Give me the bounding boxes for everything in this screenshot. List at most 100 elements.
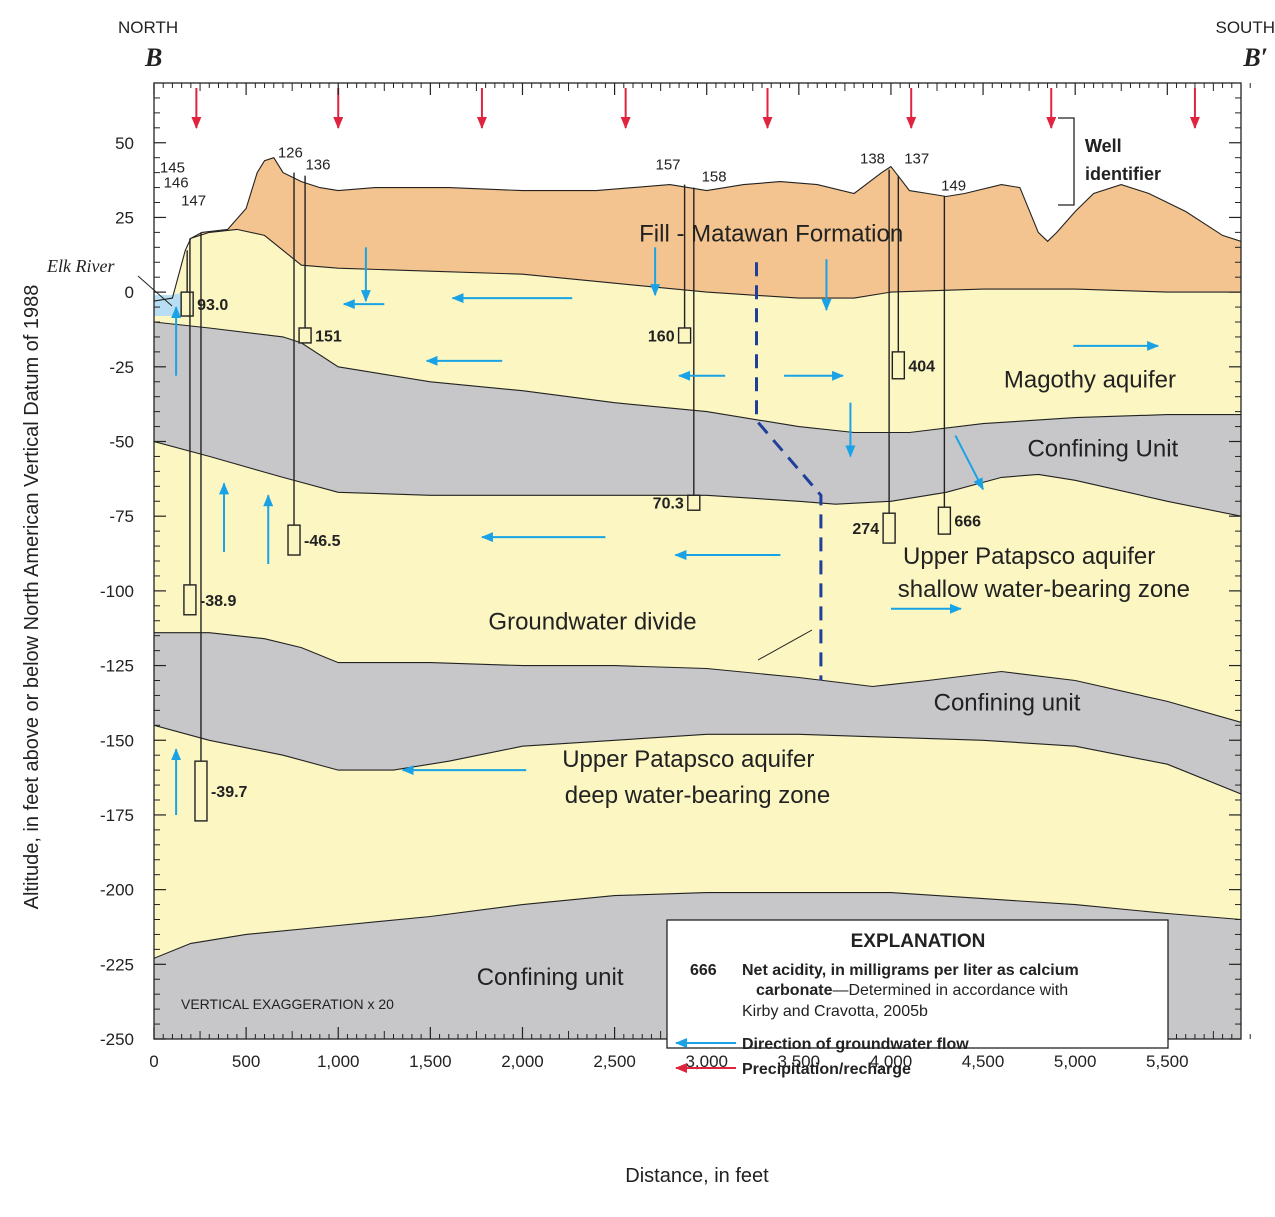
well-identifier-bracket [1058,117,1075,206]
unit-label: Fill - Matawan Formation [639,220,903,247]
unit-label: Confining Unit [1027,435,1178,462]
groundwater-divide [755,262,823,681]
unit-label: shallow water-bearing zone [898,576,1190,603]
well-acidity-136: 151 [315,328,342,345]
well-id-145: 145 [160,160,185,177]
explanation-acidity-line-3: Kirby and Cravotta, 2005b [742,1003,928,1020]
unit-label: Magothy aquifer [1004,367,1176,394]
well-acidity-126: -46.5 [304,533,341,550]
y-tick-label: 50 [115,134,134,153]
y-tick-label: -250 [100,1030,134,1049]
well-id-146: 146 [164,175,189,192]
well-acidity-145: 93.0 [197,297,228,314]
explanation-acidity-line-1: Net acidity, in milligrams per liter as … [742,962,1079,979]
divide-leader [757,629,813,661]
south-label: SOUTH [1216,18,1275,37]
x-tick-label: 1,000 [317,1052,360,1071]
unit-label: Groundwater divide [488,609,696,636]
land-surface-line [154,157,1241,302]
well-acidity-137: 404 [908,358,935,375]
unit-label: Upper Patapsco aquifer [903,543,1155,570]
well-acidity-146: -38.9 [200,593,237,610]
x-tick-label: 5,500 [1146,1052,1189,1071]
y-tick-label: 0 [125,283,134,302]
well-acidity-158: 70.3 [653,496,684,513]
confining-unit-middle-layer [154,632,1241,794]
x-axis-title: Distance, in feet [625,1165,769,1187]
y-tick-label: 25 [115,208,134,227]
fill-base-line [190,228,1241,299]
well-acidity-138: 274 [852,521,879,538]
x-tick-label: 0 [149,1052,158,1071]
well-screen-145 [180,291,194,317]
explanation-acidity-rest: —Determined in accordance with [832,982,1068,999]
x-tick-label: 5,000 [1054,1052,1097,1071]
well-id-147: 147 [181,192,206,209]
well-acidity-157: 160 [648,328,675,345]
explanation-flow-label: Direction of groundwater flow [742,1036,969,1053]
x-tick-label: 2,500 [593,1052,636,1071]
well-identifier-line-1: Well [1085,136,1122,156]
y-axis-title: Altitude, in feet above or below North A… [21,285,43,910]
y-tick-label: -100 [100,582,134,601]
explanation-acidity-line-2: carbonate—Determined in accordance with [756,982,1068,999]
confining-unit-upper-layer [154,322,1241,517]
y-tick-label: -225 [100,955,134,974]
confining-middle-base-line [154,724,1241,795]
y-tick-label: -75 [109,507,134,526]
section-end-label: B′ [1242,43,1268,72]
x-tick-label: 500 [232,1052,260,1071]
elk-river-leader [137,275,173,307]
well-id-137: 137 [904,151,929,168]
x-tick-label: 4,000 [870,1052,913,1071]
y-tick-label: -200 [100,881,134,900]
explanation-frame [666,919,1169,1049]
unit-label: Upper Patapsco aquifer [562,746,814,773]
well-id-136: 136 [305,157,330,174]
x-tick-label: 1,500 [409,1052,452,1071]
unit-label: Confining unit [934,689,1081,716]
well-screen-138 [882,512,896,544]
fill-matawan-layer [190,157,1241,299]
well-id-138: 138 [860,151,885,168]
unit-label: deep water-bearing zone [565,782,831,809]
y-tick-label: -25 [109,358,134,377]
well-screen-126 [287,524,301,556]
explanation-box: EXPLANATION 666 Net acidity, in milligra… [666,919,1169,1078]
y-tick-label: -150 [100,731,134,750]
y-tick-label: -50 [109,433,134,452]
well-acidity-149: 666 [954,514,981,531]
north-label: NORTH [118,18,178,37]
wells: 14593.0146-38.9147-39.7126-46.5136151157… [160,145,981,822]
confining-upper-base-line [154,440,1241,517]
explanation-title: EXPLANATION [851,931,986,952]
explanation-precip-label: Precipitation/recharge [742,1061,911,1078]
well-id-158: 158 [702,169,727,186]
geologic-layers [154,83,1241,1039]
well-acidity-147: -39.7 [211,784,248,801]
y-tick-label: -125 [100,657,134,676]
well-screen-157 [677,327,692,344]
flow-arrows [171,247,1160,815]
well-screen-146 [183,584,197,616]
confining-lower-top-line [154,892,1241,959]
groundwater-divide-line [755,262,823,681]
well-id-149: 149 [941,178,966,195]
x-tick-label: 3,500 [778,1052,821,1071]
explanation-acidity-bold2: carbonate [756,982,833,999]
well-screen-147 [194,760,208,822]
x-tick-label: 2,000 [501,1052,544,1071]
confining-middle-top-line [154,632,1241,723]
well-identifier-line-2: identifier [1085,164,1161,184]
explanation-sample-value: 666 [690,962,717,979]
section-start-label: B [144,43,162,72]
well-screen-149 [937,506,952,535]
layer-boundaries [154,157,1241,959]
y-tick-label: -175 [100,806,134,825]
well-screen-137 [891,351,906,380]
sky-area [154,83,1241,302]
x-tick-label: 4,500 [962,1052,1005,1071]
